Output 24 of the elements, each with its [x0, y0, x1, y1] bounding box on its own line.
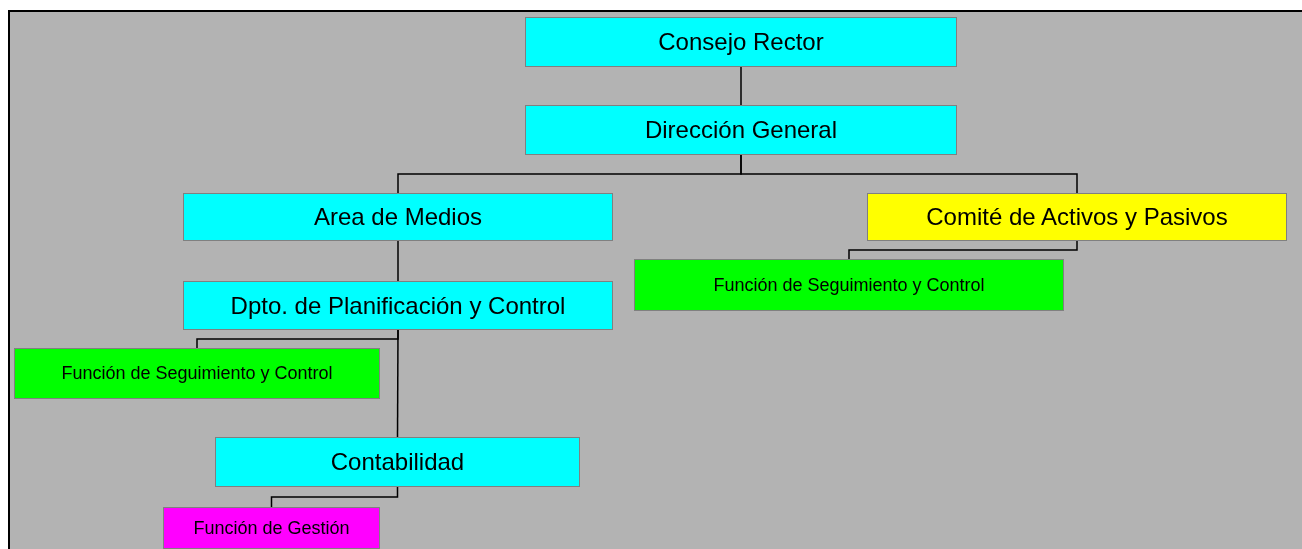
- connector-line: [740, 154, 1078, 194]
- connector-line: [848, 240, 1078, 260]
- box-label: Función de Seguimiento y Control: [61, 363, 333, 384]
- box-label: Contabilidad: [330, 448, 465, 476]
- box-label: Comité de Activos y Pasivos: [926, 203, 1228, 231]
- box-label: Dirección General: [644, 116, 838, 144]
- box-label: Area de Medios: [313, 203, 483, 231]
- connector-line: [396, 329, 399, 438]
- box-label: Función de Seguimiento y Control: [713, 274, 985, 296]
- org-box: [14, 348, 380, 399]
- org-box: [525, 105, 957, 155]
- connector-line: [740, 66, 742, 106]
- org-box: [867, 193, 1287, 241]
- org-box: [525, 17, 957, 67]
- connector-line: [397, 240, 399, 282]
- org-box: [215, 437, 580, 487]
- org-box: [163, 507, 380, 549]
- org-box: [183, 193, 613, 241]
- connector-line: [270, 486, 399, 508]
- org-box: [634, 259, 1064, 311]
- box-label: Función de Gestión: [193, 517, 350, 539]
- org-box: [183, 281, 613, 330]
- box-label: Consejo Rector: [658, 28, 824, 56]
- box-label: Dpto. de Planificación y Control: [230, 291, 566, 320]
